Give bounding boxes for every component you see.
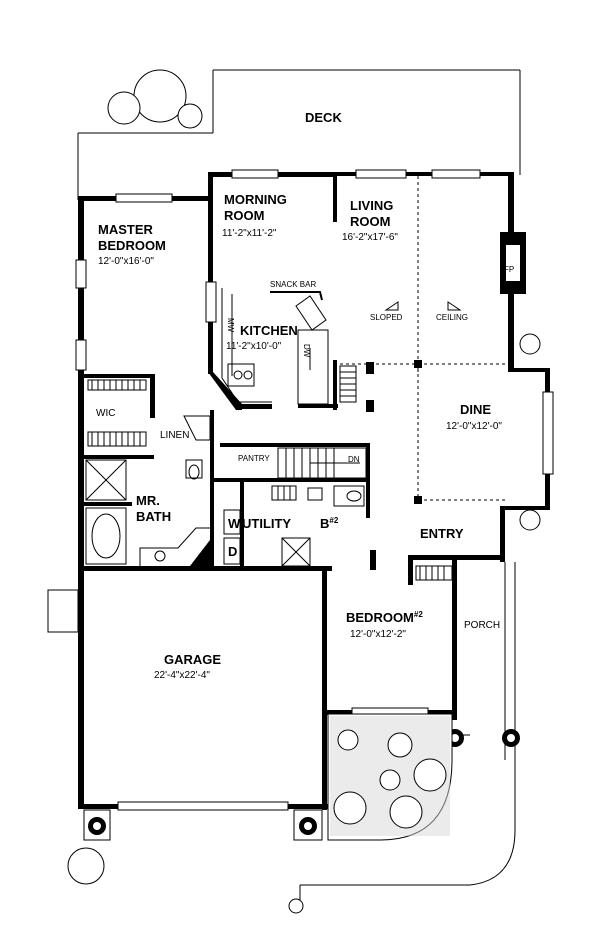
morning-room-dims: 11'-2"x11'-2" [222, 228, 277, 239]
mr-bath-label-2: BATH [136, 509, 171, 524]
pantry-label: PANTRY [238, 454, 270, 463]
bath2-name: B [320, 516, 329, 531]
garage-dims: 22'-4"x22'-4" [154, 670, 210, 681]
porch-label: PORCH [464, 620, 500, 631]
bath2-number: #2 [329, 516, 338, 525]
master-bedroom-label-1: MASTER [98, 222, 154, 237]
linen-label: LINEN [160, 430, 189, 441]
deck-area [77, 69, 521, 200]
snack-bar-label: SNACK BAR [270, 280, 316, 289]
mw-label: MW [226, 318, 235, 333]
master-bedroom-label-2: BEDROOM [98, 238, 166, 253]
bedroom2-number: #2 [414, 610, 423, 619]
kitchen-fixtures [221, 288, 329, 405]
living-room-label-1: LIVING [350, 198, 393, 213]
ceiling-label: CEILING [436, 313, 468, 322]
stairs [277, 447, 367, 479]
garage-label: GARAGE [164, 652, 221, 667]
porch [299, 562, 520, 900]
closet-shelves [87, 365, 453, 581]
exterior-walls [78, 172, 550, 810]
interior-walls [84, 172, 413, 585]
dn-label: DN [348, 455, 360, 464]
dine-dims: 12'-0"x12'-0" [446, 421, 502, 432]
bedroom2-label: BEDROOM#2 [346, 610, 423, 625]
utility-label: UTILITY [242, 516, 291, 531]
slope-arrow-left [384, 301, 399, 311]
living-room-dims: 16'-2"x17'-6" [342, 232, 398, 243]
windows [75, 169, 554, 811]
utility-fixtures [223, 509, 311, 567]
morning-room-label-1: MORNING [224, 192, 287, 207]
mr-bath-label-1: MR. [136, 493, 160, 508]
slope-arrow-right [447, 301, 462, 311]
garage-posts [47, 589, 323, 841]
bath2-label: B#2 [320, 516, 339, 531]
living-room-label-2: ROOM [350, 214, 390, 229]
wic-label: WIC [96, 408, 115, 419]
bedroom2-dims: 12'-0"x12'-2" [350, 629, 406, 640]
dashed-openings [340, 176, 508, 504]
dw-label: DW [302, 344, 311, 358]
bath-fixtures [85, 415, 365, 566]
entry-label: ENTRY [420, 526, 464, 541]
dine-label: DINE [460, 402, 491, 417]
fp-label: FP [504, 265, 514, 274]
washer-label: W [228, 516, 241, 531]
sloped-label: SLOPED [370, 313, 403, 322]
kitchen-label: KITCHEN [240, 323, 298, 338]
kitchen-dims: 11'-2"x10'-0" [226, 341, 282, 352]
landscaping [67, 69, 541, 914]
dryer-label: D [228, 544, 237, 559]
master-bedroom-dims: 12'-0"x16'-0" [98, 256, 154, 267]
bedroom2-name: BEDROOM [346, 610, 414, 625]
room-labels: DECK MORNING ROOM 11'-2"x11'-2" LIVING R… [96, 110, 502, 681]
annotation-labels: SNACK BAR MW DW SLOPED CEILING FP DN W D [226, 265, 514, 559]
morning-room-label-2: ROOM [224, 208, 264, 223]
deck-label: DECK [305, 110, 342, 125]
